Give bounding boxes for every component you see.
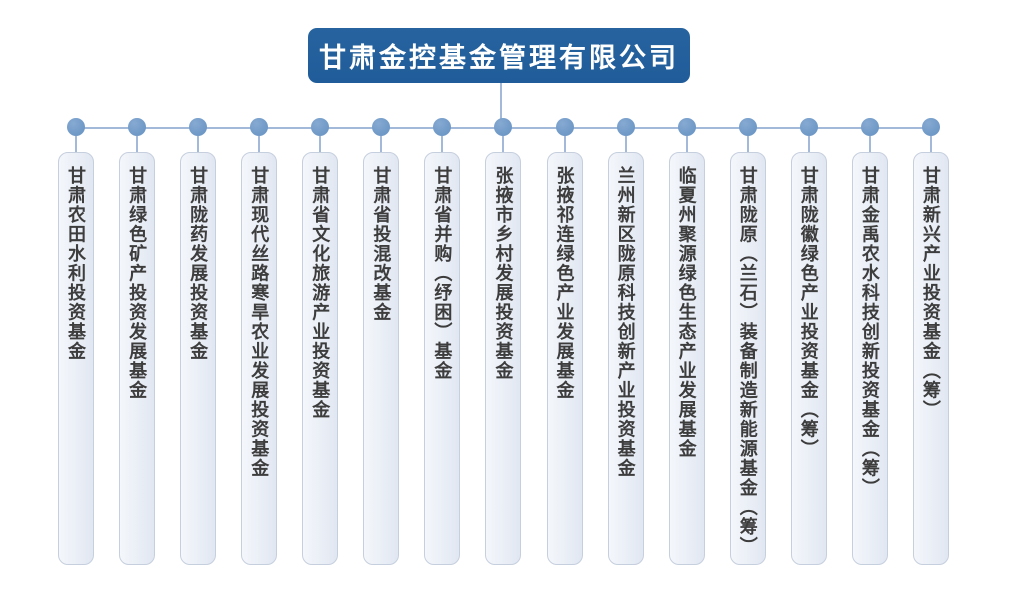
fund-column: 甘肃绿色矿产投资发展基金 bbox=[118, 118, 156, 565]
connector-drop-line bbox=[319, 136, 322, 152]
fund-column: 临夏州聚源绿色生态产业发展基金 bbox=[668, 118, 706, 565]
connector-dot bbox=[128, 118, 147, 136]
fund-node: 临夏州聚源绿色生态产业发展基金 bbox=[668, 152, 705, 565]
connector-drop-line bbox=[746, 136, 749, 152]
fund-columns-row: 甘肃农田水利投资基金 甘肃绿色矿产投资发展基金 甘肃陇药发展投资基金 甘肃现代丝… bbox=[57, 118, 950, 565]
connector-drop-line bbox=[868, 136, 871, 152]
fund-label: 甘肃现代丝路寒旱农业发展投资基金 bbox=[249, 166, 270, 478]
connector-dot bbox=[677, 118, 696, 136]
fund-column: 甘肃省并购（纾困）基金 bbox=[423, 118, 461, 565]
connector-dot bbox=[250, 118, 269, 136]
fund-node: 甘肃新兴产业投资基金（筹） bbox=[912, 152, 949, 565]
fund-node: 张掖祁连绿色产业发展基金 bbox=[546, 152, 583, 565]
connector-dot bbox=[372, 118, 391, 136]
fund-label: 甘肃陇药发展投资基金 bbox=[188, 166, 209, 361]
fund-node: 甘肃陇药发展投资基金 bbox=[180, 152, 217, 565]
fund-node: 甘肃绿色矿产投资发展基金 bbox=[119, 152, 156, 565]
connector-drop-line bbox=[441, 136, 444, 152]
fund-column: 甘肃农田水利投资基金 bbox=[57, 118, 95, 565]
fund-node: 甘肃金禹农水科技创新投资基金（筹） bbox=[851, 152, 888, 565]
connector-dot bbox=[616, 118, 635, 136]
fund-node: 甘肃省并购（纾困）基金 bbox=[424, 152, 461, 565]
connector-drop-line bbox=[563, 136, 566, 152]
root-label: 甘肃金控基金管理有限公司 bbox=[319, 43, 679, 73]
fund-column: 甘肃陇原（兰石）装备制造新能源基金（筹） bbox=[729, 118, 767, 565]
fund-node: 甘肃现代丝路寒旱农业发展投资基金 bbox=[241, 152, 278, 565]
fund-label: 张掖市乡村发展投资基金 bbox=[493, 166, 514, 381]
fund-node: 甘肃省投混改基金 bbox=[363, 152, 400, 565]
connector-drop-line bbox=[75, 136, 77, 152]
fund-label: 兰州新区陇原科技创新产业投资基金 bbox=[615, 166, 636, 478]
fund-column: 张掖祁连绿色产业发展基金 bbox=[546, 118, 584, 565]
connector-dot bbox=[738, 118, 757, 136]
root-stem-line bbox=[500, 83, 502, 128]
connector-dot bbox=[189, 118, 208, 136]
fund-label: 张掖祁连绿色产业发展基金 bbox=[554, 166, 575, 400]
fund-label: 甘肃新兴产业投资基金（筹） bbox=[920, 166, 941, 420]
fund-node: 甘肃省文化旅游产业投资基金 bbox=[302, 152, 339, 565]
fund-label: 甘肃省文化旅游产业投资基金 bbox=[310, 166, 331, 420]
connector-dot bbox=[311, 118, 330, 136]
fund-node: 张掖市乡村发展投资基金 bbox=[485, 152, 522, 565]
fund-column: 甘肃陇药发展投资基金 bbox=[179, 118, 217, 565]
fund-label: 甘肃绿色矿产投资发展基金 bbox=[127, 166, 148, 400]
fund-node: 兰州新区陇原科技创新产业投资基金 bbox=[607, 152, 644, 565]
fund-column: 甘肃新兴产业投资基金（筹） bbox=[912, 118, 950, 565]
fund-label: 甘肃金禹农水科技创新投资基金（筹） bbox=[859, 166, 880, 498]
fund-label: 甘肃陇原（兰石）装备制造新能源基金（筹） bbox=[737, 166, 758, 556]
connector-dot bbox=[555, 118, 574, 136]
root-node: 甘肃金控基金管理有限公司 bbox=[308, 28, 690, 83]
fund-column: 兰州新区陇原科技创新产业投资基金 bbox=[607, 118, 645, 565]
fund-column: 甘肃省投混改基金 bbox=[362, 118, 400, 565]
fund-column: 张掖市乡村发展投资基金 bbox=[484, 118, 522, 565]
fund-node: 甘肃农田水利投资基金 bbox=[58, 152, 94, 565]
fund-label: 甘肃省投混改基金 bbox=[371, 166, 392, 322]
connector-dot bbox=[860, 118, 879, 136]
connector-drop-line bbox=[502, 136, 505, 152]
connector-drop-line bbox=[380, 136, 383, 152]
connector-drop-line bbox=[807, 136, 810, 152]
fund-node: 甘肃陇原（兰石）装备制造新能源基金（筹） bbox=[729, 152, 766, 565]
fund-label: 甘肃省并购（纾困）基金 bbox=[432, 166, 453, 381]
fund-column: 甘肃省文化旅游产业投资基金 bbox=[301, 118, 339, 565]
fund-label: 临夏州聚源绿色生态产业发展基金 bbox=[676, 166, 697, 459]
connector-dot bbox=[494, 118, 513, 136]
connector-drop-line bbox=[929, 136, 932, 152]
connector-drop-line bbox=[685, 136, 688, 152]
connector-dot bbox=[921, 118, 940, 136]
connector-drop-line bbox=[624, 136, 627, 152]
connector-dot bbox=[433, 118, 452, 136]
fund-label: 甘肃农田水利投资基金 bbox=[66, 166, 86, 361]
fund-column: 甘肃金禹农水科技创新投资基金（筹） bbox=[851, 118, 889, 565]
connector-dot bbox=[67, 118, 85, 136]
fund-column: 甘肃陇徽绿色产业投资基金（筹） bbox=[790, 118, 828, 565]
connector-drop-line bbox=[197, 136, 200, 152]
fund-column: 甘肃现代丝路寒旱农业发展投资基金 bbox=[240, 118, 278, 565]
fund-label: 甘肃陇徽绿色产业投资基金（筹） bbox=[798, 166, 819, 459]
connector-drop-line bbox=[258, 136, 261, 152]
connector-drop-line bbox=[136, 136, 139, 152]
fund-node: 甘肃陇徽绿色产业投资基金（筹） bbox=[790, 152, 827, 565]
connector-dot bbox=[799, 118, 818, 136]
